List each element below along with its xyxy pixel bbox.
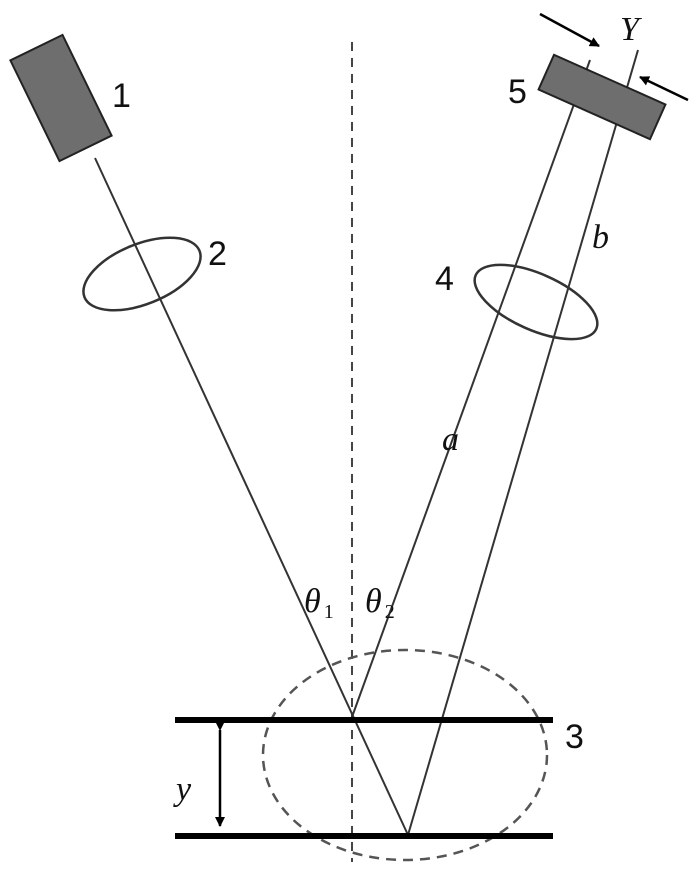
- reflected-ray-lower: [407, 49, 639, 836]
- detector-block: [537, 53, 667, 141]
- output-lens-ellipse: [473, 263, 599, 341]
- theta2-subscript: 2: [385, 601, 395, 623]
- label-laser: 1: [112, 77, 131, 115]
- label-ray-b: b: [592, 219, 609, 256]
- theta1-subscript: 1: [324, 601, 334, 623]
- input-lens-ellipse: [82, 236, 202, 312]
- theta1-symbol: θ: [304, 583, 321, 620]
- incident-ray: [94, 157, 409, 836]
- sample-zoom-ellipse: [261, 648, 549, 862]
- label-sample: 3: [565, 718, 584, 756]
- laser-source-block: [9, 33, 113, 163]
- label-displacement-Y: Y: [620, 11, 642, 48]
- reflected-ray-a: [351, 59, 591, 718]
- displacement-Y-arrow-right: [639, 75, 689, 102]
- displacement-Y-arrow-left: [539, 12, 600, 48]
- label-input-lens: 2: [208, 235, 227, 273]
- theta2-symbol: θ: [365, 583, 382, 620]
- label-ray-a: a: [442, 421, 459, 458]
- label-output-lens: 4: [435, 260, 454, 298]
- label-detector: 5: [508, 73, 527, 111]
- label-displacement-y: y: [173, 771, 192, 808]
